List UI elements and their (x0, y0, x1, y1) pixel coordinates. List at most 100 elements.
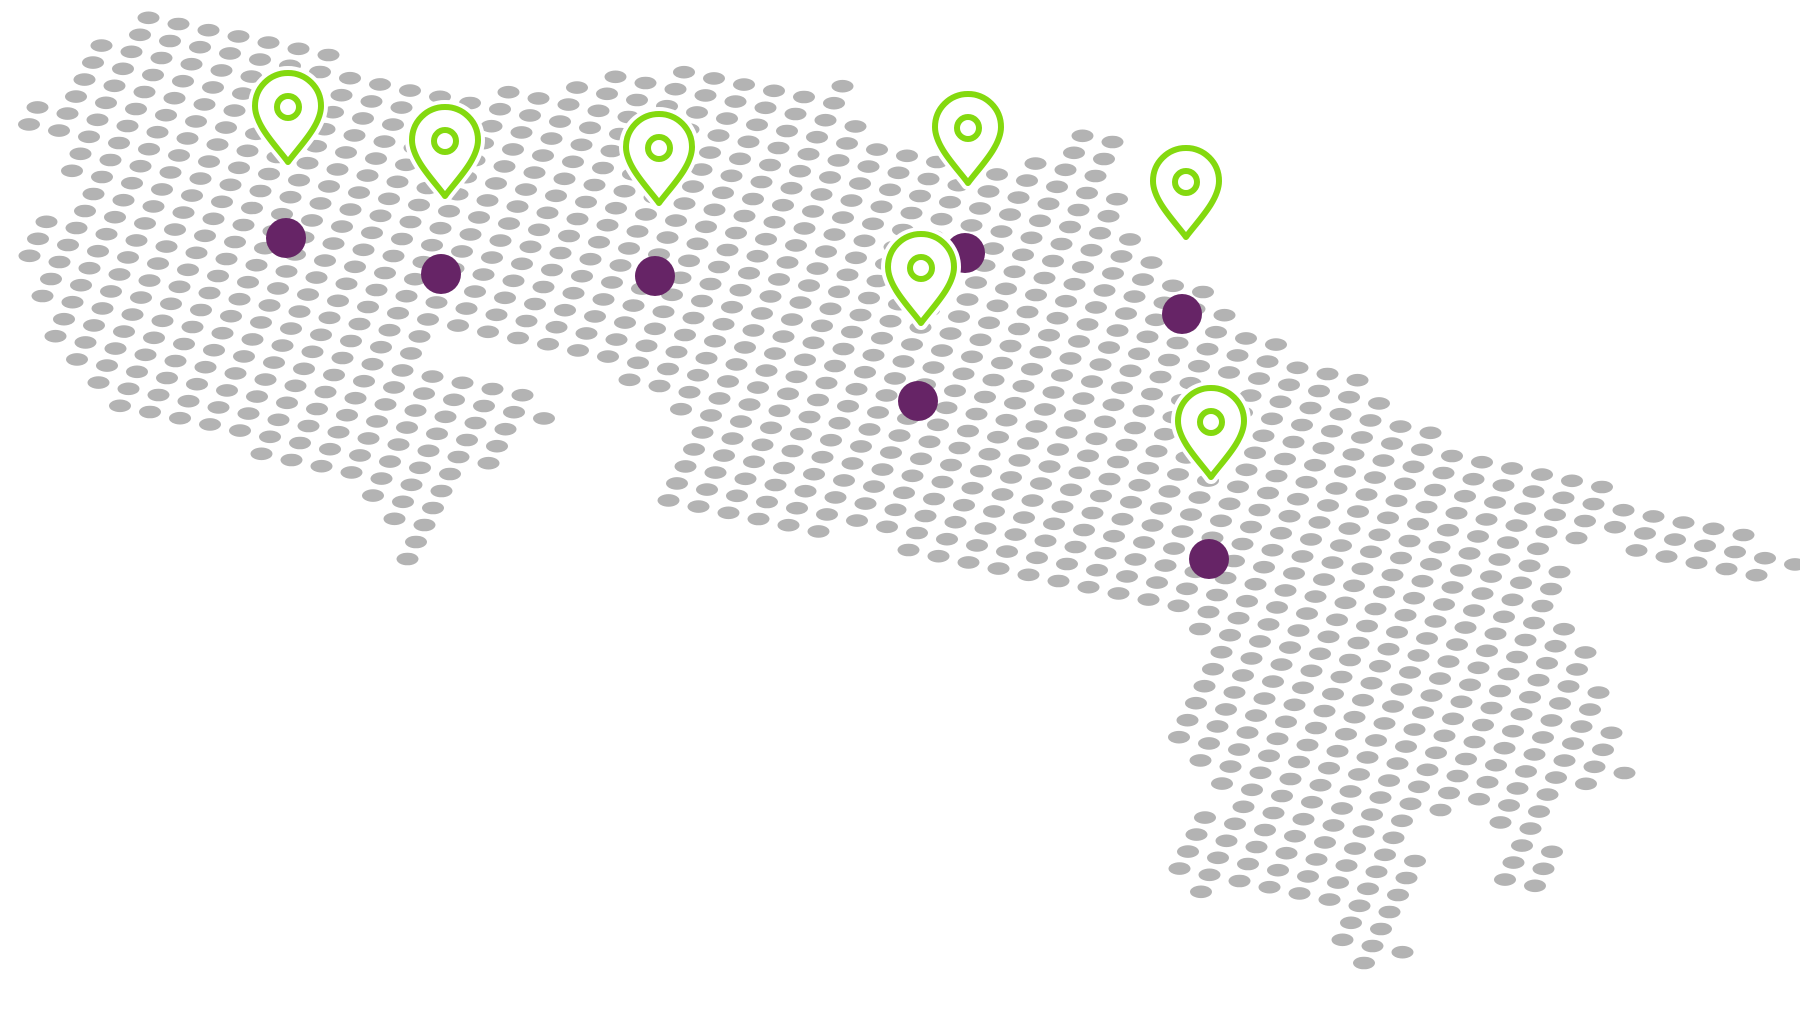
land-dot (1297, 870, 1319, 883)
map-pin-icon[interactable] (619, 107, 699, 210)
land-dot (566, 212, 589, 226)
land-dot (776, 256, 799, 269)
map-pin-icon[interactable] (881, 227, 961, 330)
land-dot (759, 290, 782, 303)
marker-7[interactable] (1171, 381, 1251, 579)
land-dot (1211, 777, 1233, 790)
land-dot (1519, 690, 1541, 704)
land-dot (995, 413, 1018, 427)
land-dot (1369, 791, 1392, 804)
land-dot (1364, 471, 1386, 484)
pin-inner-ring (274, 93, 302, 121)
land-dot (948, 310, 970, 323)
land-dot (1261, 543, 1284, 557)
land-dot (155, 108, 177, 122)
pin-inner-ring (1172, 168, 1200, 196)
land-dot (65, 90, 87, 103)
land-dot (167, 17, 190, 31)
land-dot (1235, 332, 1257, 345)
land-dot (1278, 509, 1301, 523)
location-dot[interactable] (266, 218, 306, 258)
marker-1[interactable] (248, 66, 328, 258)
land-dot (1322, 819, 1345, 832)
land-dot (1351, 562, 1374, 576)
land-dot (1089, 358, 1112, 371)
land-dot (1124, 421, 1146, 435)
land-dot (249, 184, 272, 198)
land-dot (1523, 748, 1546, 761)
marker-2[interactable] (405, 100, 485, 294)
land-dot (1119, 233, 1141, 246)
land-dot (1352, 825, 1375, 838)
land-dot (673, 197, 696, 210)
land-dot (798, 410, 821, 424)
land-dot (1340, 916, 1362, 930)
land-dot (1382, 831, 1405, 845)
land-dot (1051, 500, 1074, 514)
land-dot (515, 314, 538, 328)
land-dot (1046, 180, 1068, 194)
land-dot (1381, 568, 1404, 582)
land-dot (327, 425, 350, 439)
location-dot[interactable] (1162, 294, 1202, 334)
marker-6[interactable] (1146, 141, 1226, 334)
land-dot (901, 338, 923, 351)
map-pin-icon[interactable] (928, 87, 1008, 190)
land-dot (1467, 530, 1489, 543)
land-dot (56, 107, 79, 120)
land-dot (1331, 933, 1354, 947)
land-dot (172, 74, 194, 88)
land-dot (104, 342, 127, 355)
map-pin-icon[interactable] (405, 100, 485, 203)
location-dot[interactable] (1189, 539, 1229, 579)
land-dot (1715, 562, 1738, 576)
land-dot (61, 295, 84, 309)
land-dot (159, 166, 182, 179)
land-dot (712, 186, 734, 200)
map-pin-icon[interactable] (1171, 381, 1251, 484)
land-dot (1283, 567, 1305, 580)
land-dot (887, 166, 910, 180)
land-dot (1437, 523, 1459, 537)
marker-5[interactable] (881, 227, 961, 421)
land-dot (802, 205, 824, 218)
land-dot (1248, 372, 1270, 385)
land-dot (720, 169, 743, 183)
land-dot (1321, 424, 1343, 438)
land-dot (1545, 771, 1567, 784)
marker-4[interactable] (928, 87, 1008, 273)
land-dot (1021, 494, 1044, 507)
land-dot (1308, 384, 1330, 398)
location-dot[interactable] (898, 381, 938, 421)
map-pin-icon[interactable] (248, 66, 328, 169)
land-dot (1313, 573, 1335, 586)
land-dot (990, 225, 1013, 238)
land-dot (257, 36, 280, 49)
land-dot (1106, 324, 1129, 337)
map-pin-icon[interactable] (1146, 141, 1226, 244)
land-dot (815, 376, 838, 390)
marker-3[interactable] (619, 107, 699, 296)
land-dot (884, 372, 906, 385)
land-dot (1419, 426, 1442, 440)
land-dot (1168, 730, 1190, 744)
land-dot (455, 302, 478, 315)
location-dot[interactable] (421, 254, 461, 294)
land-dot (819, 302, 842, 316)
land-dot (1511, 839, 1533, 852)
land-dot (1322, 687, 1344, 701)
land-dot (1084, 169, 1107, 183)
land-dot (1531, 468, 1553, 481)
land-dot (1344, 842, 1366, 855)
land-dot (429, 221, 452, 235)
land-dot (1097, 209, 1120, 223)
land-dot (44, 329, 67, 343)
land-dot (1055, 426, 1078, 439)
land-dot (793, 90, 815, 104)
location-dot[interactable] (635, 256, 675, 296)
land-dot (481, 251, 503, 264)
land-dot (1291, 418, 1313, 432)
land-dot (70, 278, 92, 292)
land-dot (1424, 615, 1447, 628)
land-dot (1395, 871, 1418, 885)
